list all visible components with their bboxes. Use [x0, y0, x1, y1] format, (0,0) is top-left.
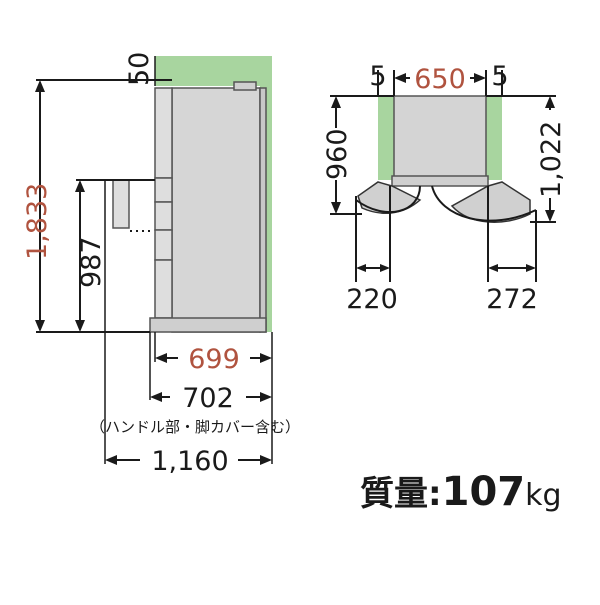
- depth-closed-value: 960: [322, 128, 353, 180]
- side-clearance-right-value: 5: [491, 61, 508, 92]
- width-bg: [410, 63, 470, 89]
- depth-total-bg: [170, 383, 246, 411]
- door-swing-right-dimension: [487, 186, 537, 282]
- door-swing-arcs: [355, 185, 537, 222]
- depth-open-bg: [140, 445, 238, 473]
- height-handle-value: 987: [76, 236, 107, 288]
- height-total-dimension: [35, 79, 172, 333]
- depth-note: （ハンドル部・脚カバー含む）: [90, 418, 300, 436]
- door-swing-right-value: 272: [486, 284, 538, 315]
- left-side-clearance: [378, 96, 394, 180]
- depth-closed-bg: [322, 128, 350, 180]
- depth-guides: [104, 180, 273, 464]
- depth-body-bg: [178, 344, 250, 372]
- depth-open-top-value: 1,022: [536, 121, 567, 198]
- depth-total-value: 702: [182, 383, 234, 414]
- width-value: 650: [414, 64, 466, 95]
- side-clearance-left-value: 5: [369, 61, 386, 92]
- weight-title: 質量:: [360, 474, 442, 514]
- top-clearance-area: [155, 56, 272, 86]
- door-swing-left-dimension: [355, 186, 391, 282]
- height-total-value: 1,833: [22, 183, 53, 260]
- fridge-side-body: [112, 81, 267, 333]
- right-side-clearance: [486, 96, 502, 180]
- depth-open-value: 1,160: [151, 446, 228, 477]
- open-doors: [357, 181, 531, 223]
- weight-label: 質量:107kg: [360, 466, 590, 526]
- weight-unit: kg: [525, 478, 562, 513]
- fridge-top-body: [391, 95, 489, 187]
- depth-body-value: 699: [188, 344, 240, 375]
- height-handle-dimension: [75, 179, 155, 332]
- door-swing-left-value: 220: [346, 284, 398, 315]
- depth-open-top-bg: [536, 110, 564, 198]
- weight-value: 107: [441, 469, 526, 515]
